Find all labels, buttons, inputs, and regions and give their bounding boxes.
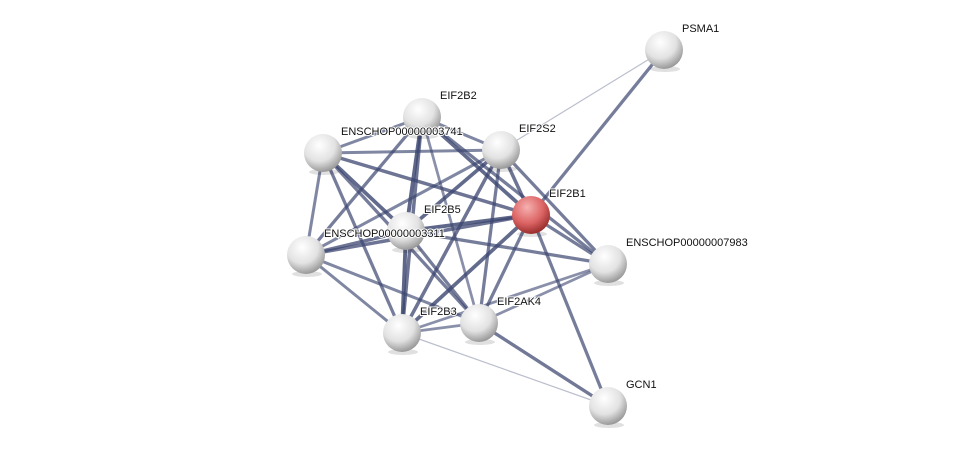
node-eif2ak4[interactable]: EIF2AK4 [460, 295, 542, 345]
node-label: EIF2B3 [420, 306, 457, 318]
node-label: EIF2B5 [424, 204, 461, 216]
edge-eif2b2-enschop00000003311[interactable] [304, 115, 424, 257]
edge-eif2b5-eif2ak4[interactable] [404, 229, 481, 325]
edge-eif2s2-eif2b5[interactable] [404, 148, 503, 233]
edge-psma1-eif2b1[interactable] [529, 48, 666, 217]
node-psma1[interactable]: PSMA1 [645, 22, 720, 72]
node-enschop00000007983[interactable]: ENSCHOP00000007983 [589, 236, 749, 286]
edge-eif2s2-eif2ak4[interactable] [477, 149, 503, 324]
node-label: GCN1 [626, 379, 657, 391]
node-eif2b5[interactable]: EIF2B5 [387, 203, 462, 253]
edge-eif2ak4-gcn1[interactable] [478, 321, 609, 408]
node-sphere[interactable] [512, 196, 550, 234]
edge-enschop00000003311-eif2ak4[interactable] [305, 253, 480, 325]
edge-eif2b1-eif2b3[interactable] [400, 213, 533, 335]
edge-enschop00000003741-eif2s2[interactable] [322, 148, 502, 155]
node-label: EIF2AK4 [497, 296, 541, 308]
node-sphere[interactable] [460, 304, 498, 342]
node-sphere[interactable] [304, 134, 342, 172]
node-sphere[interactable] [403, 98, 441, 136]
node-label: EIF2S2 [519, 123, 556, 135]
edge-eif2s2-eif2b3[interactable] [400, 149, 503, 334]
node-label: ENSCHOP00000003741 [341, 126, 463, 138]
edge-eif2b1-gcn1[interactable] [529, 214, 610, 407]
node-enschop00000003311[interactable]: ENSCHOP00000003311 [287, 227, 446, 277]
node-sphere[interactable] [387, 212, 425, 250]
node-enschop00000003741[interactable]: ENSCHOP00000003741 [304, 125, 464, 175]
node-eif2b2[interactable]: EIF2B2 [403, 89, 478, 139]
edge-eif2ak4-enschop00000007983[interactable] [478, 262, 609, 325]
edge-psma1-eif2s2[interactable] [500, 49, 665, 151]
edge-eif2b3-enschop00000007983[interactable] [401, 262, 609, 335]
edge-enschop00000003741-eif2b1[interactable] [322, 151, 532, 217]
node-eif2b3[interactable]: EIF2B3 [383, 305, 458, 355]
node-eif2s2[interactable]: EIF2S2 [482, 122, 557, 172]
edge-enschop00000003311-eif2b3[interactable] [305, 253, 403, 335]
node-label: PSMA1 [682, 23, 719, 35]
node-label: EIF2B1 [549, 188, 586, 200]
node-eif2b1[interactable]: EIF2B1 [512, 187, 587, 237]
node-sphere[interactable] [589, 387, 627, 425]
node-label: ENSCHOP00000007983 [626, 237, 748, 249]
edge-eif2s2-enschop00000003311[interactable] [305, 148, 502, 257]
node-sphere[interactable] [589, 245, 627, 283]
edge-eif2s2-enschop00000007983[interactable] [499, 148, 610, 266]
node-label: ENSCHOP00000003311 [324, 228, 445, 240]
node-sphere[interactable] [645, 31, 683, 69]
node-sphere[interactable] [482, 131, 520, 169]
edge-eif2b2-enschop00000007983[interactable] [420, 115, 610, 266]
node-label: EIF2B2 [440, 90, 477, 102]
node-gcn1[interactable]: GCN1 [589, 378, 658, 428]
edge-eif2b5-enschop00000007983[interactable] [405, 229, 609, 266]
node-sphere[interactable] [287, 236, 325, 274]
node-sphere[interactable] [383, 314, 421, 352]
edge-eif2b3-gcn1[interactable] [401, 332, 609, 407]
